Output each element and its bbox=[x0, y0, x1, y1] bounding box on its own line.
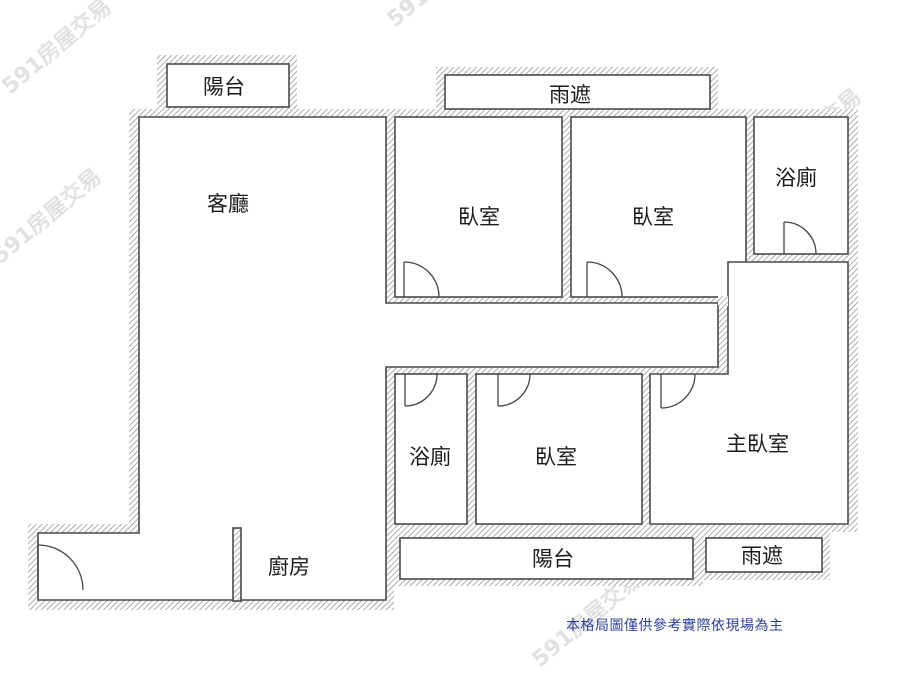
bedroom-2-label: 臥室 bbox=[632, 205, 674, 229]
bathroom-2-label: 浴廁 bbox=[409, 445, 451, 469]
kitchen-label: 廚房 bbox=[268, 555, 310, 579]
awning-bottom-label: 雨遮 bbox=[741, 544, 783, 568]
door-icon bbox=[586, 261, 623, 298]
watermark-text: 591房屋交易 bbox=[0, 164, 106, 270]
door-icon bbox=[497, 373, 531, 407]
kitchen-partition bbox=[233, 528, 241, 601]
bedroom-2-area bbox=[570, 116, 747, 298]
balcony-top-area bbox=[166, 63, 290, 108]
entrance-door-icon bbox=[37, 544, 84, 591]
living-room-area bbox=[37, 116, 719, 601]
bedroom-3-area bbox=[475, 373, 643, 525]
door-icon bbox=[404, 373, 438, 407]
awning-bottom-area bbox=[705, 537, 823, 573]
balcony-top-label: 陽台 bbox=[203, 75, 245, 99]
watermark-text: 591房屋交易 bbox=[0, 0, 116, 100]
balcony-bottom-label: 陽台 bbox=[532, 547, 574, 571]
bedroom-3-label: 臥室 bbox=[535, 445, 577, 469]
balcony-bottom-area bbox=[399, 537, 694, 580]
door-icon bbox=[783, 221, 817, 255]
living-room-label: 客廳 bbox=[207, 192, 249, 216]
door-icon bbox=[403, 261, 440, 298]
door-icon bbox=[660, 373, 696, 409]
bathroom-1-label: 浴廁 bbox=[775, 166, 817, 190]
doors bbox=[37, 221, 817, 591]
watermark-text: 591房屋交易 bbox=[382, 0, 501, 33]
bedroom-1-label: 臥室 bbox=[458, 205, 500, 229]
awning-top-label: 雨遮 bbox=[549, 83, 591, 107]
awning-top-area bbox=[444, 74, 711, 110]
room-labels: 陽台 雨遮 客廳 臥室 臥室 浴廁 浴廁 臥室 主臥室 廚房 陽台 雨遮 bbox=[203, 75, 817, 579]
bathroom-2-area bbox=[394, 373, 468, 525]
disclaimer-note: 本格局圖僅供參考實際依現場為主 bbox=[566, 618, 784, 634]
master-bedroom-label: 主臥室 bbox=[726, 432, 789, 456]
bathroom-1-area bbox=[753, 116, 849, 255]
room-interiors bbox=[37, 63, 849, 601]
master-bedroom-area bbox=[649, 261, 849, 525]
